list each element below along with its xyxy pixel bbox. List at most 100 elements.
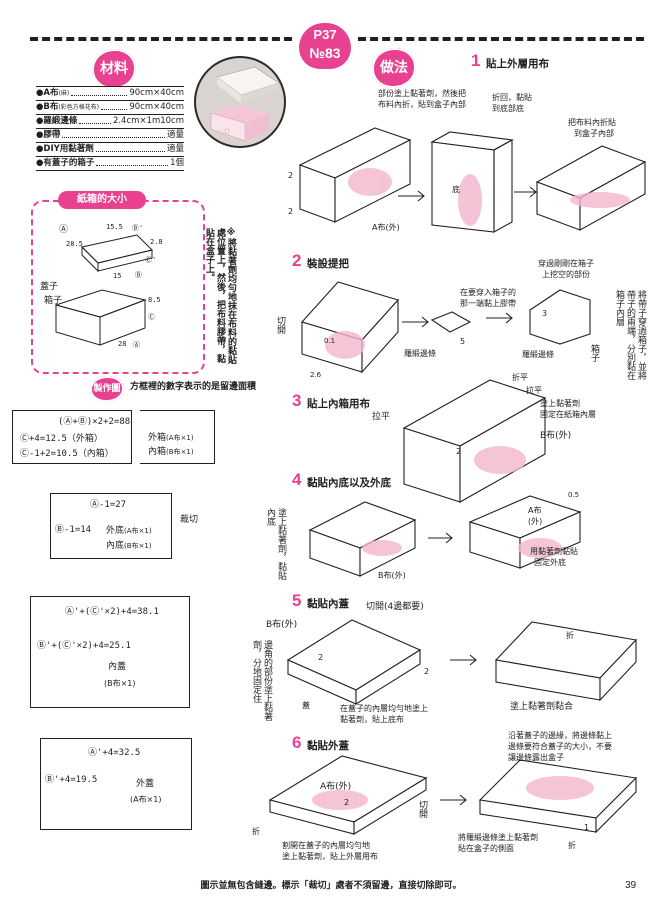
dim-b-prime: Ⓑ' [132, 224, 144, 232]
s4-side: 塗上黏著劑，黏貼內底 [265, 508, 286, 580]
s6-d: 邊條要符合蓋子的大小，不要 [508, 742, 612, 751]
pattern-piece-3 [30, 596, 190, 708]
s2-box: 箱子 [589, 344, 599, 362]
s1-note-e: 把布料內折貼 [568, 118, 616, 127]
s6-a: 割開在蓋子的內層均勻地 [282, 841, 370, 850]
p1-eq2: Ⓒ+4=12.5（外箱） [20, 434, 103, 444]
s3-glue1: 塗上黏著劑 [540, 399, 580, 408]
s2-rib1: 羅緞邊條 [404, 349, 436, 358]
s1-note-f: 到盒子內部 [574, 129, 614, 138]
s6-cut: 切開 [417, 800, 427, 818]
p3-eq1: Ⓐ'+(Ⓒ'×2)+4=38.1 [65, 607, 159, 617]
p3-label-sub: (B布×1) [104, 679, 136, 688]
page-number: 39 [625, 880, 637, 891]
s6-e: 讓邊條露出盒子 [508, 753, 564, 762]
p4-eq2: Ⓑ'+4=19.5 [45, 775, 98, 785]
s1-bottom: 底 [452, 185, 460, 194]
material-row: ●A布(麻)90cm×40cm [36, 86, 184, 101]
step-1-number: 1 [471, 51, 481, 70]
p1-eq1: (Ⓐ+Ⓑ)×2+2=88 [58, 417, 131, 427]
s4-n05: 0.5 [568, 491, 580, 499]
p1-label2: 內箱(B布×1) [148, 447, 194, 457]
s4-afab1: A布 [528, 506, 542, 515]
step-4-title: 黏貼內底以及外底 [307, 477, 391, 489]
header-rule-left [30, 37, 292, 41]
p2-label1: 外底(A布×1) [106, 526, 152, 536]
step-6-number: 6 [292, 733, 302, 752]
dim-285: 28.5 [66, 240, 83, 248]
dim-a-top: Ⓐ [59, 225, 69, 235]
s4-glue2: 固定外底 [534, 558, 566, 567]
s2-d: 上挖空的部份 [542, 270, 590, 279]
s5-side: 邊角的部份塗上黏著劑，分地固定住 [251, 640, 272, 721]
material-row: ●DIY用黏著劑適量 [36, 143, 184, 157]
s5-b: 黏著劑，貼上底布 [340, 715, 404, 724]
s2-n3: 3 [542, 309, 548, 318]
step-2-title: 裝設提把 [307, 258, 349, 270]
s6-n2: 2 [344, 798, 350, 807]
materials-list: ●A布(麻)90cm×40cm ●B布(彩色方格花布)90cm×40cm ●羅緞… [36, 86, 184, 171]
s1-note-d: 到底部底 [492, 104, 524, 113]
s2-rib2: 羅緞邊條 [522, 350, 554, 359]
p2-cut: 裁切 [180, 515, 199, 525]
s5-a: 在蓋子的內層均勻地塗上 [340, 704, 428, 713]
s6-n1: 1 [584, 823, 590, 832]
s6-fold1: 折 [252, 827, 260, 836]
s2-n26: 2.6 [310, 371, 322, 379]
pattern-desc: 方框裡的數字表示的是留邊面積 [130, 382, 257, 392]
s6-c: 沿著蓋子的邊緣，將邊條黏上 [508, 731, 612, 740]
box-size-diagram [54, 234, 153, 346]
s3-n2: 2 [456, 447, 462, 456]
p1-label1: 外箱(A布×1) [148, 433, 194, 443]
s3-glue2: 固定在紙箱內層 [540, 410, 596, 419]
p1-eq3: Ⓒ-1+2=10.5（內箱） [20, 449, 114, 459]
materials-badge: 材料 [92, 49, 136, 89]
s5-n2a: 2 [318, 653, 324, 662]
material-row: ●膠帶適量 [36, 129, 184, 143]
s5-tape: 塗上黏著劑黏合 [510, 702, 574, 712]
s5-fold: 折 [566, 631, 574, 640]
s1-note-a: 部份塗上黏著劑，然後把 [378, 89, 466, 98]
p2-eq1: Ⓐ-1=27 [90, 500, 127, 510]
p3-label: 內蓋 [108, 662, 127, 672]
step-5-title: 黏貼內蓋 [307, 598, 349, 610]
step-4-number: 4 [292, 470, 302, 489]
s1-n2b: 2 [288, 207, 294, 216]
step-1-title: 貼上外層用布 [486, 58, 549, 70]
p4-label: 外蓋 [136, 779, 155, 789]
s3-pull2: 拉平 [526, 386, 542, 395]
product-photo [194, 56, 286, 148]
page-ref: P37 [313, 27, 337, 42]
pattern-badge: 製作圖 [90, 376, 124, 402]
s4-glue1: 用黏著劑黏貼 [530, 547, 578, 556]
dim-28: 2.8 [150, 238, 163, 246]
pattern-piece-1b [140, 410, 215, 464]
box-label: 箱子 [44, 296, 63, 306]
s2-c: 穿過剛剛在箱子 [538, 259, 594, 268]
s3-fold: 折平 [512, 373, 528, 382]
s5-bfab: B布(外) [266, 620, 298, 630]
s1-afab: A布(外) [372, 223, 400, 232]
pattern-piece-4 [40, 738, 192, 830]
footer-note: 圖示並無包含縫邊。標示「裁切」處者不須留邊，直接切除即可。 [200, 881, 462, 891]
s3-pull1: 拉平 [372, 412, 391, 422]
s6-g: 貼在盒子的側面 [458, 844, 514, 853]
dim-28b: 28 [118, 340, 127, 348]
s2-a: 在要穿入箱子的 [460, 288, 516, 297]
s6-fold2: 折 [568, 841, 576, 850]
dim-c: Ⓒ [148, 313, 155, 321]
s1-note-c: 折回，黏貼 [492, 93, 532, 102]
dim-85: 8.5 [148, 296, 161, 304]
dim-b: Ⓑ [135, 271, 142, 279]
s2-b: 那一端黏上膠帶 [460, 299, 516, 308]
glue-note: ※將黏著劑均勻地抹在布料的黏貼處位置上，然後，把布料膠帶，黏貼在盒子上。 [204, 228, 236, 364]
dim-c-prime: Ⓒ' [145, 256, 157, 264]
s3-bfab: B布(外) [540, 431, 572, 441]
s5-n2b: 2 [424, 667, 430, 676]
step-3-number: 3 [292, 391, 302, 410]
step-3-title: 貼上內箱用布 [307, 398, 370, 410]
method-badge: 做法 [372, 48, 416, 88]
s2-side: 將帶子穿過箱子，並將帶子的兩端，分別黏在箱子內層 [614, 290, 646, 380]
